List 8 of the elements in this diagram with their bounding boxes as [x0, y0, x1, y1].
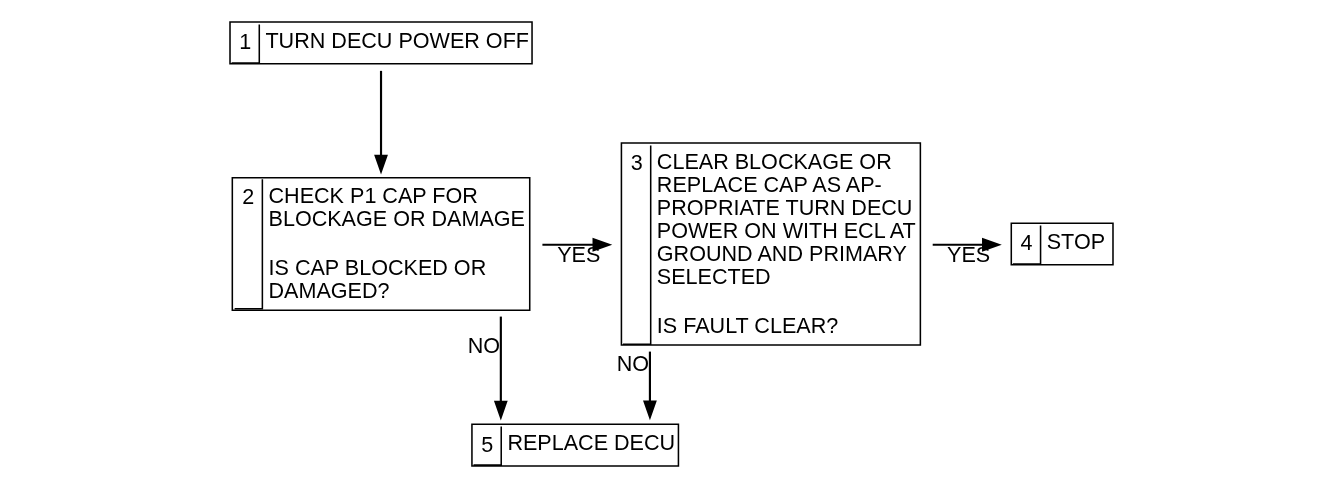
edge-label: YES	[557, 241, 601, 267]
arrow	[493, 316, 508, 420]
edge-label: YES	[947, 241, 991, 267]
edge-label: NO	[616, 350, 650, 376]
arrow	[932, 237, 1002, 252]
arrow	[374, 70, 388, 174]
arrow	[643, 351, 657, 420]
edge-label: NO	[467, 332, 501, 358]
